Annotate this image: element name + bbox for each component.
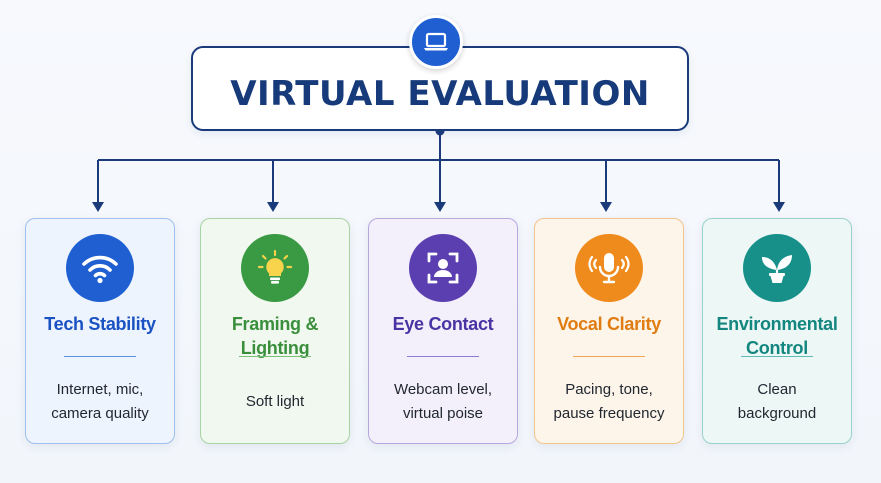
- card-desc-line: camera quality: [51, 405, 149, 422]
- diagram-title: VIRTUAL EVALUATION: [230, 73, 650, 114]
- card-title-line: Tech Stability: [44, 314, 156, 334]
- card-environmental-control: Environmental Control Clean background: [702, 218, 852, 444]
- face-focus-icon: [409, 234, 477, 302]
- card-description: Internet, mic, camera quality: [26, 372, 174, 432]
- card-title: Environmental Control: [703, 312, 851, 360]
- card-eye-contact: Eye Contact Webcam level, virtual poise: [368, 218, 518, 444]
- card-title-line: Framing &: [231, 314, 319, 334]
- plant-icon: [743, 234, 811, 302]
- wifi-icon: [66, 234, 134, 302]
- card-desc-line: virtual poise: [402, 405, 484, 422]
- card-title-line: Eye Contact: [392, 314, 494, 334]
- card-desc-line: Soft light: [245, 393, 305, 410]
- arrowhead-4: [600, 202, 612, 212]
- arrowhead-5: [773, 202, 785, 212]
- card-divider: [741, 356, 813, 357]
- card-divider: [573, 356, 645, 357]
- card-description: Clean background: [703, 372, 851, 432]
- card-divider: [64, 356, 136, 357]
- laptop-icon: [409, 15, 463, 69]
- card-tech-stability: Tech Stability Internet, mic, camera qua…: [25, 218, 175, 444]
- card-desc-line: Internet, mic,: [56, 381, 144, 398]
- card-description: Pacing, tone, pause frequency: [535, 372, 683, 432]
- card-title: Framing & Lighting: [201, 312, 349, 360]
- lightbulb-icon: [241, 234, 309, 302]
- card-desc-line: background: [737, 405, 817, 422]
- microphone-icon: [575, 234, 643, 302]
- card-framing-lighting: Framing & Lighting Soft light: [200, 218, 350, 444]
- card-description: Soft light: [201, 372, 349, 432]
- card-desc-line: Clean: [757, 381, 797, 398]
- card-vocal-clarity: Vocal Clarity Pacing, tone, pause freque…: [534, 218, 684, 444]
- card-title: Tech Stability: [26, 312, 174, 336]
- card-desc-line: Pacing, tone,: [565, 381, 653, 398]
- card-title: Vocal Clarity: [535, 312, 683, 336]
- arrowhead-3: [434, 202, 446, 212]
- card-title-line: Environmental: [716, 314, 838, 334]
- card-title: Eye Contact: [369, 312, 517, 336]
- card-divider: [407, 356, 479, 357]
- card-desc-line: pause frequency: [553, 405, 665, 422]
- card-divider: [239, 356, 311, 357]
- arrowhead-1: [92, 202, 104, 212]
- card-description: Webcam level, virtual poise: [369, 372, 517, 432]
- card-desc-line: Webcam level,: [393, 381, 493, 398]
- arrowhead-2: [267, 202, 279, 212]
- card-title-line: Lighting: [240, 338, 310, 358]
- card-title-line: Control: [746, 338, 808, 358]
- card-title-line: Vocal Clarity: [557, 314, 661, 334]
